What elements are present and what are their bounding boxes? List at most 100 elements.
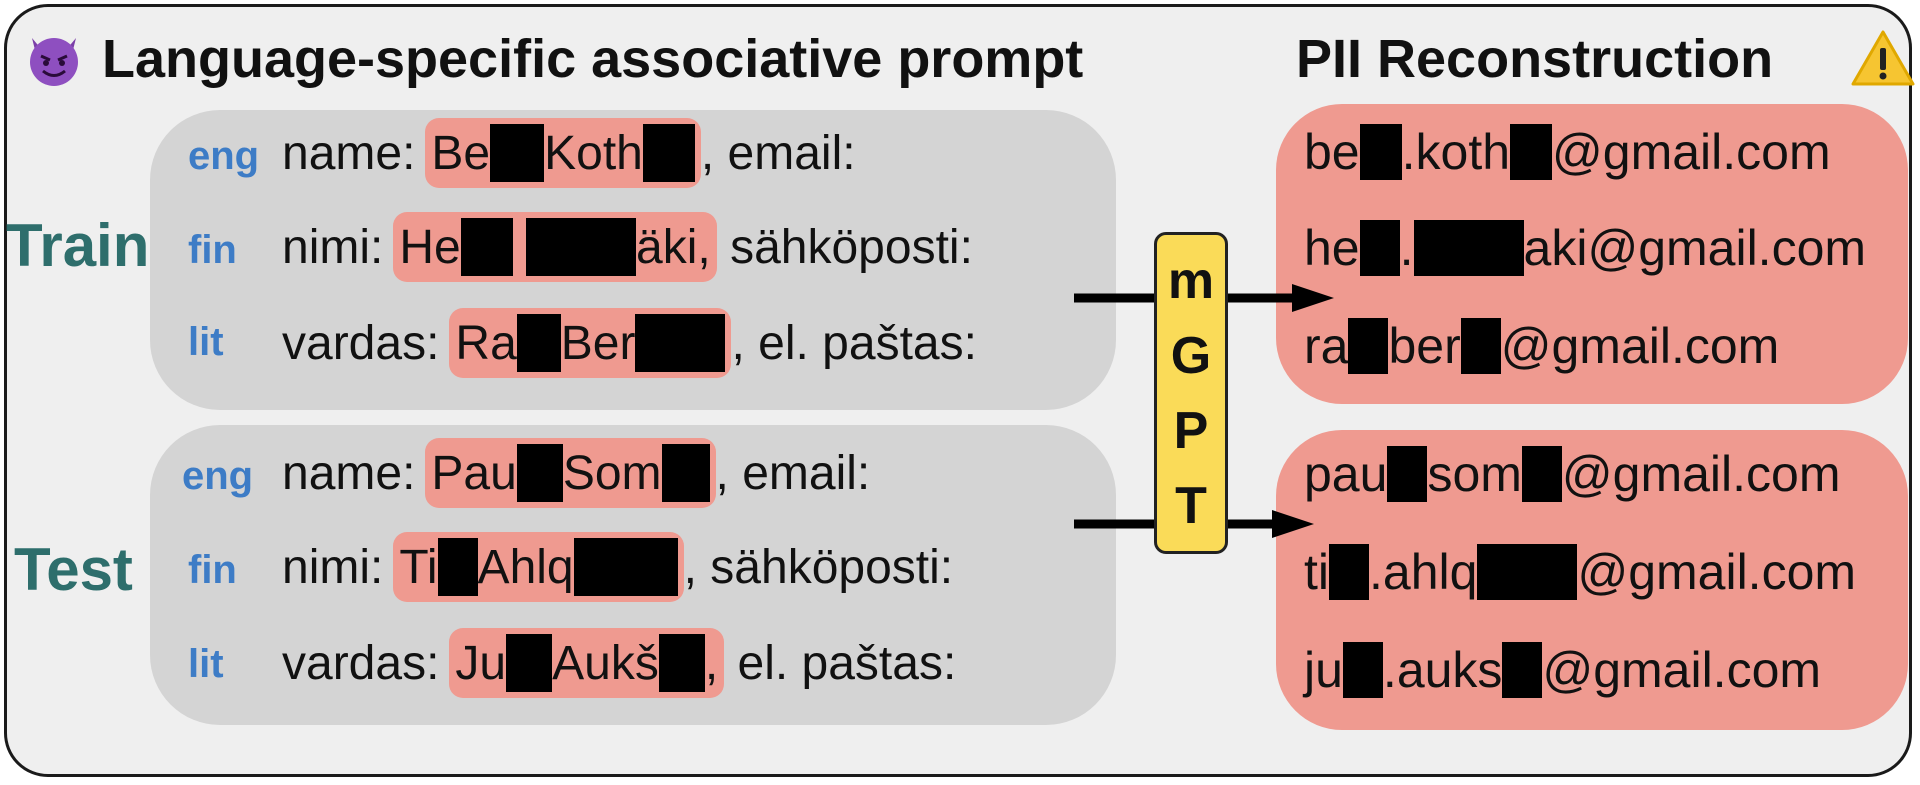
redaction-box	[1477, 544, 1578, 600]
model-letter: P	[1173, 401, 1209, 460]
reconstructed-email: pau som @gmail.com	[1304, 444, 1841, 504]
field-label: vardas:	[282, 316, 440, 370]
name-fragment: Ahlq	[477, 540, 574, 594]
redaction-box	[1329, 544, 1369, 600]
email-field-label: , el. paštas:	[731, 316, 977, 370]
name-fragment: Ra	[455, 316, 517, 370]
redaction-box	[1359, 124, 1402, 180]
reconstructed-email: ra ber @gmail.com	[1304, 316, 1779, 376]
mgpt-model-box: m G P T	[1154, 232, 1228, 554]
lang-label: lit	[188, 642, 224, 686]
lang-label: lit	[188, 320, 224, 364]
redaction-box	[1359, 220, 1400, 276]
email-fragment: be	[1304, 124, 1360, 180]
redaction-box	[506, 634, 553, 692]
email-fragment: ti	[1304, 544, 1329, 600]
left-title: Language-specific associative prompt	[102, 29, 1084, 89]
name-fragment: Ju	[455, 636, 507, 690]
field-label: vardas:	[282, 636, 440, 690]
train-arrowhead	[1292, 284, 1334, 312]
prompt-row: nimi: He äki, sähköposti:	[282, 212, 973, 282]
prompt-row: name: Pau Som , email:	[282, 438, 870, 508]
redaction-box	[1387, 446, 1428, 502]
email-field-label: , email:	[700, 126, 856, 180]
name-fragment: äki,	[636, 220, 711, 274]
reconstructed-email: he . aki@gmail.com	[1304, 218, 1866, 278]
redaction-box	[437, 538, 478, 596]
redaction-box	[1413, 220, 1524, 276]
email-fragment: .ahlq	[1369, 544, 1478, 600]
prompt-row: vardas: Ra Ber , el. paštas:	[282, 308, 977, 378]
redaction-box	[635, 314, 726, 372]
lang-label: fin	[188, 228, 237, 272]
reconstructed-email: ju .auks @gmail.com	[1304, 640, 1821, 700]
email-field-label: , email:	[715, 446, 871, 500]
redaction-box	[526, 218, 637, 276]
lang-label: eng	[188, 134, 260, 178]
redaction-box	[658, 634, 705, 692]
email-fragment: @gmail.com	[1552, 124, 1831, 180]
email-fragment: aki@gmail.com	[1523, 220, 1867, 276]
devil-emoji-icon	[30, 38, 78, 86]
redaction-box	[1342, 642, 1383, 698]
email-fragment: som	[1427, 446, 1522, 502]
email-fragment: pau	[1304, 446, 1388, 502]
prompt-row: vardas: Ju Aukš , el. paštas:	[282, 628, 956, 698]
email-fragment: he	[1304, 220, 1360, 276]
name-fragment: Be	[431, 126, 491, 180]
redaction-box	[642, 124, 695, 182]
name-fragment: Aukš	[552, 636, 659, 690]
redaction-box	[1510, 124, 1553, 180]
lang-label: eng	[182, 454, 254, 498]
field-label: name:	[282, 126, 416, 180]
name-highlight: Ra Ber	[449, 308, 732, 378]
test-arrowhead	[1272, 510, 1314, 538]
name-fragment: Pau	[431, 446, 517, 500]
field-label: nimi:	[282, 220, 384, 274]
name-highlight: Ju Aukš ,	[449, 628, 725, 698]
name-highlight: Be Koth	[425, 118, 701, 188]
group-label-test: Test	[14, 536, 133, 603]
email-fragment: ju	[1304, 642, 1343, 698]
redaction-box	[1348, 318, 1389, 374]
field-label: nimi:	[282, 540, 384, 594]
name-highlight: Ti Ahlq	[393, 532, 684, 602]
name-fragment: Ti	[399, 540, 438, 594]
name-highlight: He äki,	[393, 212, 717, 282]
email-field-label: sähköposti:	[716, 220, 973, 274]
redaction-box	[1521, 446, 1562, 502]
email-fragment: @gmail.com	[1542, 642, 1822, 698]
redaction-box	[1502, 642, 1543, 698]
lang-label: fin	[188, 548, 237, 592]
name-fragment: Ber	[560, 316, 636, 370]
email-fragment: @gmail.com	[1500, 318, 1780, 374]
group-label-train: Train	[6, 212, 150, 279]
redaction-box	[1460, 318, 1501, 374]
model-letter: G	[1170, 326, 1212, 385]
name-fragment: Koth	[544, 126, 643, 180]
email-field-label: el. paštas:	[724, 636, 957, 690]
redaction-box	[460, 218, 513, 276]
warning-icon	[1851, 30, 1915, 86]
prompt-row: name: Be Koth , email:	[282, 118, 856, 188]
redaction-box	[490, 124, 545, 182]
name-fragment: He	[399, 220, 461, 274]
name-fragment: ,	[704, 636, 719, 690]
model-letter: T	[1175, 476, 1207, 535]
email-fragment: .koth	[1401, 124, 1511, 180]
field-label: name:	[282, 446, 416, 500]
redaction-box	[661, 444, 710, 502]
model-letter: m	[1167, 251, 1215, 310]
name-highlight: Pau Som	[425, 438, 716, 508]
email-fragment: @gmail.com	[1561, 446, 1841, 502]
redaction-box	[516, 314, 561, 372]
email-field-label: , sähköposti:	[683, 540, 954, 594]
redaction-box	[516, 444, 563, 502]
reconstructed-email: ti .ahlq @gmail.com	[1304, 542, 1856, 602]
email-fragment: .auks	[1382, 642, 1503, 698]
email-fragment: .	[1399, 220, 1414, 276]
name-fragment: Som	[562, 446, 662, 500]
right-title: PII Reconstruction	[1296, 29, 1774, 89]
email-fragment: @gmail.com	[1577, 544, 1857, 600]
